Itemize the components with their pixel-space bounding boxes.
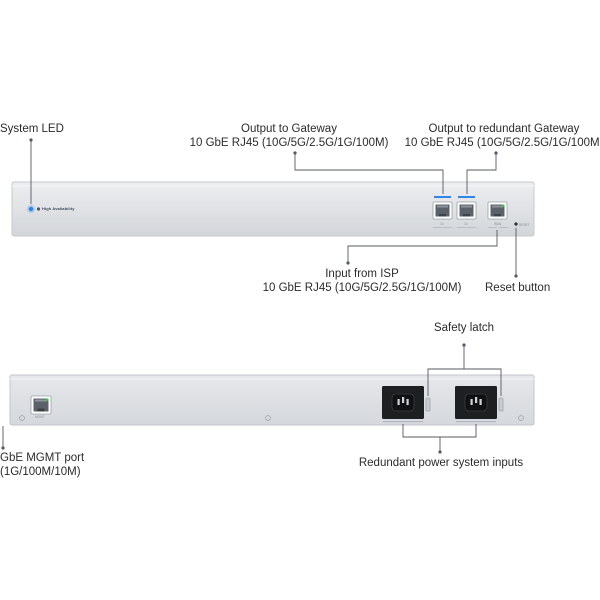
callout-safety-latch: Safety latch [433, 322, 495, 334]
mgmt-caption: MGMT [35, 415, 45, 419]
rj45-port-redundant-gateway[interactable] [456, 201, 477, 220]
screw-icon [265, 415, 271, 421]
back-panel [9, 374, 535, 426]
rj45-port-gateway[interactable] [432, 201, 453, 220]
leader-lines [2, 140, 517, 452]
power-inlet-2[interactable] [455, 386, 497, 423]
callout-output-redundant: Output to redundant Gateway 10 GbE RJ45 … [405, 122, 600, 150]
rj45-port-mgmt[interactable] [30, 395, 52, 415]
safety-latch-1[interactable] [425, 397, 431, 412]
callout-output-gateway: Output to Gateway 10 GbE RJ45 (10G/5G/2.… [190, 122, 389, 150]
callout-input-isp: Input from ISP 10 GbE RJ45 (10G/5G/2.5G/… [263, 267, 462, 295]
mgmt-link-led [46, 398, 49, 401]
callout-output-redundant-spec: 10 GbE RJ45 (10G/5G/2.5G/1G/100M) [404, 137, 600, 149]
port-caption-2: 10 [464, 222, 468, 226]
reset-caption: RESET [519, 222, 530, 227]
callout-output-redundant-title: Output to redundant Gateway [428, 123, 580, 135]
link-led [502, 204, 505, 207]
port-caption-1: 10 [440, 222, 444, 226]
power-inlet-1[interactable] [382, 386, 424, 423]
callout-mgmt-port-title: GbE MGMT port [0, 452, 85, 464]
system-led [28, 206, 34, 212]
reset-button[interactable] [514, 222, 518, 226]
port-led-bar-2 [458, 196, 475, 198]
callout-reset-button: Reset button [485, 282, 551, 294]
callout-output-gateway-spec: 10 GbE RJ45 (10G/5G/2.5G/1G/100M) [189, 137, 389, 149]
callout-mgmt-port: GbE MGMT port (1G/100M/10M) [0, 451, 84, 479]
callout-output-gateway-title: Output to Gateway [241, 123, 337, 135]
front-panel [11, 181, 535, 237]
rj45-port-isp[interactable] [487, 201, 508, 220]
callout-input-isp-title: Input from ISP [325, 268, 399, 280]
screw-icon [19, 415, 25, 421]
safety-latch-2[interactable] [498, 397, 504, 412]
callout-redundant-power: Redundant power system inputs [358, 457, 524, 469]
callout-mgmt-port-spec: (1G/100M/10M) [0, 466, 81, 478]
callout-input-isp-spec: 10 GbE RJ45 (10G/5G/2.5G/1G/100M) [262, 282, 462, 294]
port-caption-wan: WAN [494, 222, 502, 226]
brand-logo-icon [36, 207, 41, 211]
port-led-bar-1 [434, 196, 451, 198]
leader-dots [1, 138, 518, 454]
callout-system-led: System LED [0, 123, 64, 135]
led-caption: High Availability [42, 206, 75, 211]
screw-icon [518, 415, 524, 421]
